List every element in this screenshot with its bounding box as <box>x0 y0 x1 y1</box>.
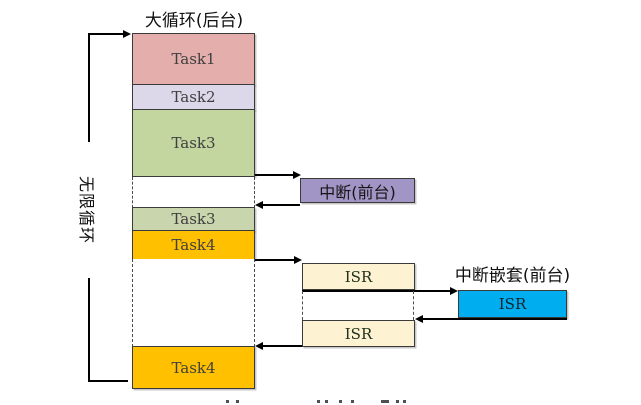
task2-label: Task2 <box>171 88 216 106</box>
task1-box: Task1 <box>132 33 255 85</box>
task3-resume-label: Task3 <box>171 210 216 228</box>
suspended-gap-1 <box>132 177 255 208</box>
task1-label: Task1 <box>171 50 216 68</box>
interrupt-box: 中断(前台) <box>300 178 415 203</box>
arrow-isr1-to-nested <box>302 290 452 292</box>
isr1-label: ISR <box>344 267 373 286</box>
suspended-gap-2 <box>132 259 255 347</box>
arrowhead-right-icon <box>293 171 301 179</box>
task4-resume-label: Task4 <box>171 358 216 377</box>
arrowhead-left-icon <box>255 342 263 350</box>
nested-isr-label: ISR <box>498 295 527 313</box>
task4-box: Task4 <box>132 230 255 260</box>
arrow-isr2-return <box>262 345 302 347</box>
isr1-box: ISR <box>302 263 415 290</box>
infinite-loop-label: 无限循环 <box>76 142 100 278</box>
isr-gap-right-dash <box>413 291 414 320</box>
loop-bottom-line <box>88 380 128 382</box>
arrow-task4-to-isr1 <box>255 259 296 261</box>
isr2-label: ISR <box>344 324 373 343</box>
loop-top-line <box>88 33 125 35</box>
arrowhead-right-icon <box>294 256 302 264</box>
isr-gap-left-dash <box>302 291 303 320</box>
isr2-box: ISR <box>302 320 415 347</box>
arrowhead-right-icon <box>123 30 131 38</box>
task2-box: Task2 <box>132 84 255 110</box>
arrow-task3-to-interrupt <box>255 174 295 176</box>
task3-box: Task3 <box>132 109 255 177</box>
arrow-nested-return <box>422 318 567 320</box>
task3-label: Task3 <box>171 134 216 152</box>
nested-isr-box: ISR <box>458 290 567 318</box>
task4-label: Task4 <box>171 236 216 254</box>
arrowhead-right-icon <box>450 287 458 295</box>
task4-resume-box: Task4 <box>132 346 255 389</box>
arrowhead-left-icon <box>255 201 263 209</box>
task3-resume-box: Task3 <box>132 207 255 231</box>
nested-interrupt-title: 中断嵌套(前台) <box>454 266 571 286</box>
big-loop-title: 大循环(后台) <box>144 11 244 31</box>
arrowhead-left-icon <box>415 315 423 323</box>
arrow-interrupt-return <box>262 204 300 206</box>
interrupt-label: 中断(前台) <box>319 182 396 202</box>
